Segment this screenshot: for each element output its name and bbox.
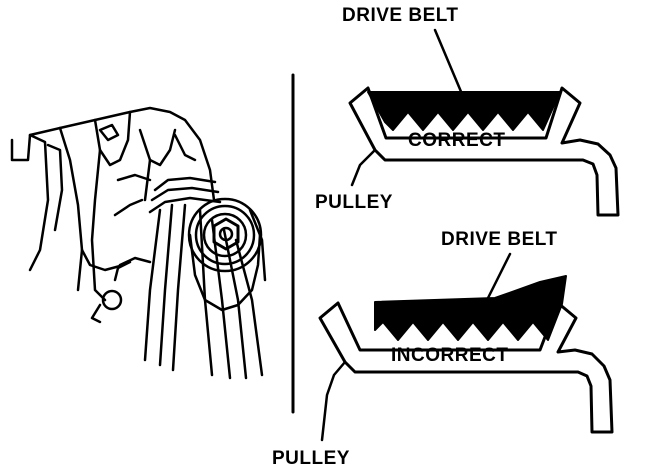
correct-label: CORRECT [408,130,506,151]
incorrect-label: INCORRECT [391,345,509,366]
correct-pulley-section [348,86,620,217]
upper-pulley-label: PULLEY [315,192,393,213]
lower-drive-belt-label: DRIVE BELT [441,229,558,250]
lower-belt-pointer [485,252,512,302]
incorrect-pulley-section [318,301,614,442]
lower-pulley-label: PULLEY [272,448,350,469]
correct-belt [367,91,561,131]
engine-pulley-illustration [10,106,267,380]
upper-drive-belt-label: DRIVE BELT [342,5,459,26]
incorrect-belt [374,275,567,341]
upper-belt-pointer [433,28,464,96]
